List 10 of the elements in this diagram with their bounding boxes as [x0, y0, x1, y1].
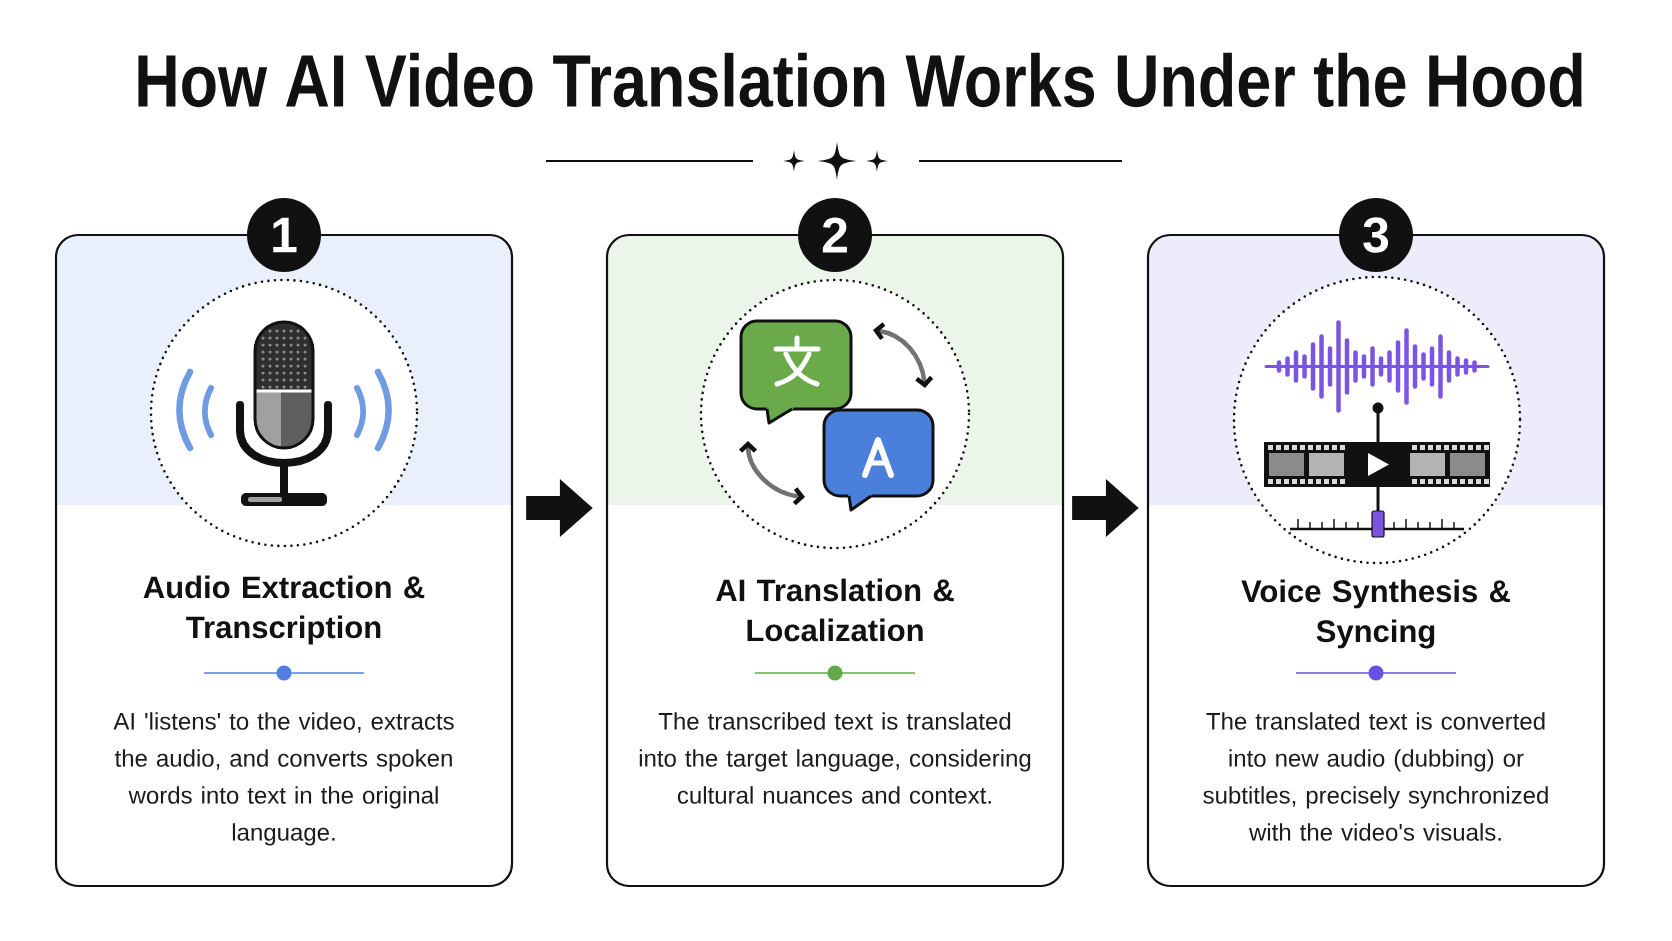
step-description: The translated text is converted into new audio (dubbing) or subtitles, precisely synchronized with the video's visuals.: [1203, 712, 1548, 841]
step-heading: Audio Extraction & Transcription: [143, 575, 425, 645]
step-description: AI 'listens' to the video, extracts the audio, and converts spoken words into text in the original language.: [113, 712, 454, 846]
number-badge: 2: [798, 198, 872, 272]
step-description: The transcribed text is translated into the target language, considering cultural nuances and context.: [639, 712, 1031, 804]
number-badge: 3: [1339, 198, 1413, 272]
step-heading: Voice Synthesis & Syncing: [1241, 579, 1510, 649]
title: How AI Video Translation Works Under the Hood: [138, 52, 1582, 108]
number-badge: 1: [247, 198, 321, 272]
step-heading: AI Translation & Localization: [716, 578, 954, 642]
